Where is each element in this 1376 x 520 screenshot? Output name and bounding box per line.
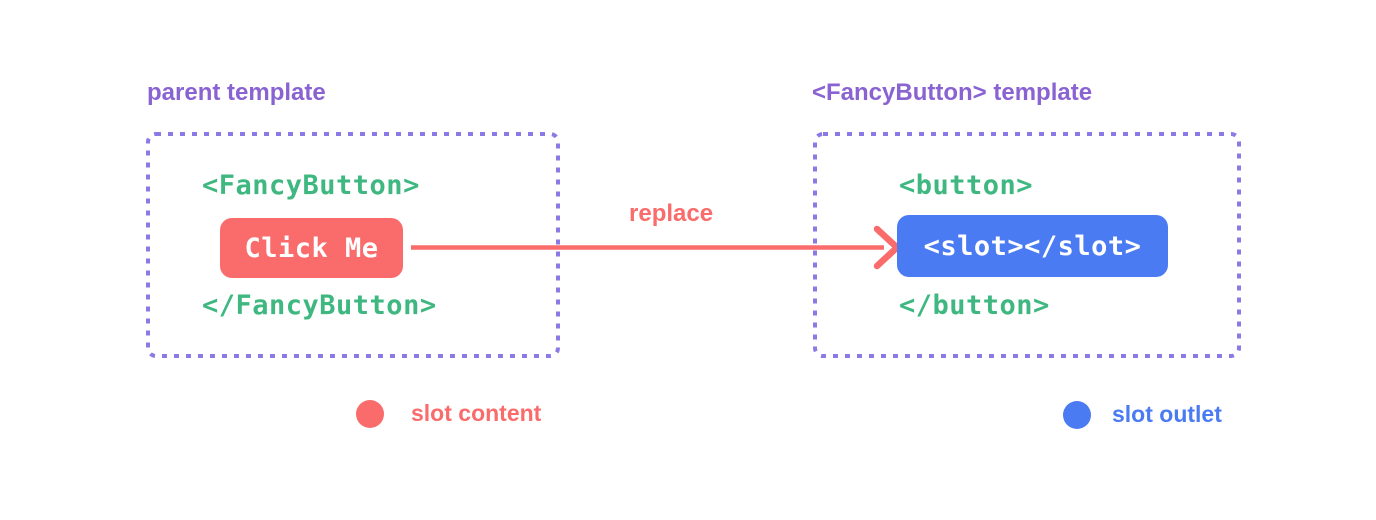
- slot-outlet-dot-icon: [1063, 401, 1091, 429]
- fancybutton-template-box: [813, 132, 1241, 358]
- click-me-button: Click Me: [220, 218, 403, 278]
- slot-outlet-legend-label: slot outlet: [1112, 401, 1222, 427]
- parent-template-title: parent template: [147, 79, 326, 106]
- button-open-tag: <button>: [899, 170, 1034, 201]
- slot-outlet-box: <slot></slot>: [897, 215, 1168, 277]
- parent-template-box: [146, 132, 560, 358]
- slot-content-dot-icon: [356, 400, 384, 428]
- button-close-tag: </button>: [899, 290, 1050, 321]
- fancybutton-close-tag: </FancyButton>: [202, 290, 437, 321]
- replace-arrow-label: replace: [629, 200, 714, 227]
- fancybutton-open-tag: <FancyButton>: [202, 170, 420, 201]
- fancybutton-template-title: <FancyButton> template: [812, 79, 1093, 106]
- slot-content-legend-label: slot content: [411, 400, 542, 426]
